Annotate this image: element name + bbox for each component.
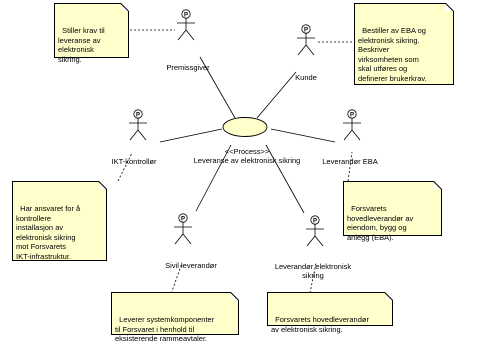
- association-lines: [159, 56, 336, 214]
- actor-leverandor-elektronisk-sikring[interactable]: P: [306, 215, 324, 247]
- actor-leverandor-eba[interactable]: P: [343, 109, 361, 141]
- note-connectors: [117, 29, 355, 298]
- actor-label-leverandor-elektronisk-sikring-2: sikring: [302, 271, 324, 280]
- actor-badge: P: [184, 12, 188, 18]
- actor-badge: P: [181, 216, 185, 222]
- actor-label-sivil-leverandor: Sivil leverandør: [165, 261, 217, 270]
- association-ikt: [159, 128, 223, 143]
- association-sivil: [195, 144, 232, 212]
- actor-badge: P: [304, 27, 308, 33]
- association-eba: [270, 128, 336, 143]
- actor-sivil-leverandor[interactable]: P: [174, 213, 192, 245]
- note-leverandor-elektronisk-sikring-text: Forsvarets hovedleverandør av elektronis…: [271, 315, 369, 334]
- note-leverandor-elektronisk-sikring: Forsvarets hovedleverandør av elektronis…: [267, 292, 393, 334]
- actor-badge: P: [136, 112, 140, 118]
- actor-label-ikt-kontrollor: IKT-kontrollør: [111, 157, 157, 166]
- actor-head: [178, 213, 188, 223]
- actor-badge: P: [350, 112, 354, 118]
- actor-label-leverandor-eba: Leverandør EBA: [322, 157, 377, 166]
- actor-ikt-kontrollor[interactable]: P: [129, 109, 147, 141]
- actor-head: [133, 109, 143, 119]
- process-name: Leveranse av elektronisk sikring: [194, 156, 301, 165]
- note-premissgiver-text: Stiller krav til leveranse av elektronis…: [58, 26, 105, 64]
- actor-premissgiver[interactable]: P: [177, 9, 195, 41]
- note-ikt-kontrollor: Har ansvaret for å kontrollere installas…: [12, 181, 107, 261]
- association-premissgiver: [199, 56, 236, 119]
- connector-eba: [347, 151, 353, 182]
- actor-label-kunde: Kunde: [295, 73, 317, 82]
- actor-label-leverandor-elektronisk-sikring-1: Leverandør elektronisk: [275, 262, 352, 271]
- actor-kunde[interactable]: P: [297, 24, 315, 56]
- note-leverandor-eba-text: Forsvarets hovedleverandør av eiendom, b…: [347, 204, 414, 242]
- note-ikt-kontrollor-text: Har ansvaret for å kontrollere installas…: [16, 204, 81, 261]
- note-sivil-leverandor-text: Leverer systemkomponenter til Forsvaret …: [115, 315, 215, 343]
- actor-label-premissgiver: Premissgiver: [166, 63, 210, 72]
- note-kunde: Bestiller av EBA og elektronisk sikring.…: [354, 3, 454, 85]
- process-ellipse[interactable]: [222, 117, 268, 137]
- connector-ikt: [117, 152, 133, 182]
- actor-badge: P: [313, 218, 317, 224]
- association-les: [265, 144, 305, 214]
- process-stereotype: <<Process>>: [225, 147, 270, 156]
- note-sivil-leverandor: Leverer systemkomponenter til Forsvaret …: [111, 292, 239, 343]
- note-premissgiver: Stiller krav til leveranse av elektronis…: [54, 3, 129, 64]
- note-leverandor-eba: Forsvarets hovedleverandør av eiendom, b…: [343, 181, 442, 242]
- association-kunde: [256, 71, 297, 119]
- actor-head: [310, 215, 320, 225]
- note-kunde-text: Bestiller av EBA og elektronisk sikring.…: [358, 26, 427, 83]
- actor-head: [347, 109, 357, 119]
- connector-les: [309, 262, 317, 294]
